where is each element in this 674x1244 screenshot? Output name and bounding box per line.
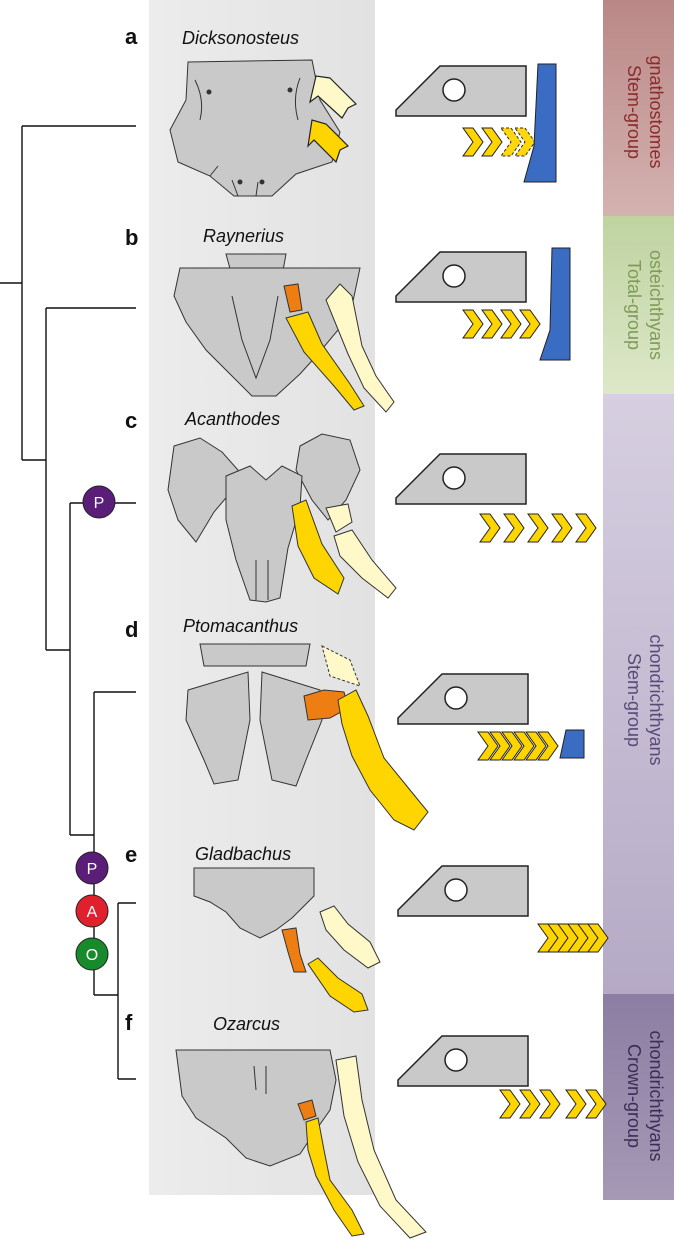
arrow-icon <box>307 119 350 164</box>
specimen-ptomacanthus <box>185 643 429 831</box>
taxon-name-acanthodes: Acanthodes <box>184 409 280 429</box>
group-band-stem-chondrichthyans <box>603 394 674 994</box>
pale-element <box>325 503 397 599</box>
schematic-a <box>395 63 557 183</box>
group-label-total-osteichthyans-2: osteichthyans <box>646 250 666 360</box>
ceratohyal-yellow <box>305 1117 365 1237</box>
node-o: O <box>75 937 109 971</box>
pale-element <box>335 1055 427 1239</box>
panel-letter-b: b <box>125 225 138 250</box>
panel-letter-e: e <box>125 842 137 867</box>
node-p-upper: P <box>82 485 116 519</box>
ceratohyal-yellow <box>307 957 369 1013</box>
specimen-acanthodes <box>167 433 397 603</box>
taxon-name-ozarcus: Ozarcus <box>213 1014 280 1034</box>
group-band-stem-gnathostomes <box>603 0 674 216</box>
panel-letter-f: f <box>125 1010 133 1035</box>
schematic-d <box>397 673 585 761</box>
group-band-total-osteichthyans <box>603 216 674 394</box>
group-label-crown-chondrichthyans: Crown-group <box>624 1044 644 1148</box>
dotted-outline <box>321 645 361 687</box>
taxon-name-dicksonosteus: Dicksonosteus <box>182 28 299 48</box>
blue-block <box>559 729 585 759</box>
svg-text:P: P <box>87 861 98 878</box>
svg-text:P: P <box>94 495 105 512</box>
hyomandibula-orange <box>281 927 307 973</box>
group-label-crown-chondrichthyans-2: chondrichthyans <box>646 1030 666 1161</box>
svg-text:A: A <box>87 904 98 921</box>
ceratohyal-yellow <box>337 689 429 831</box>
taxon-name-ptomacanthus: Ptomacanthus <box>183 616 298 636</box>
hyomandibula-orange <box>283 283 303 313</box>
group-band-crown-chondrichthyans <box>603 994 674 1200</box>
blue-block <box>539 247 571 361</box>
hyomandibula-orange <box>297 1099 317 1121</box>
panel-letter-d: d <box>125 617 138 642</box>
specimen-raynerius <box>173 253 395 413</box>
ceratohyal-yellow <box>285 311 365 411</box>
schematic-e <box>397 865 609 953</box>
node-a: A <box>75 894 109 928</box>
group-label-stem-chondrichthyans-2: chondrichthyans <box>646 634 666 765</box>
group-label-stem-chondrichthyans: Stem-group <box>624 653 644 747</box>
pale-element <box>319 905 381 969</box>
group-label-total-osteichthyans: Total-group <box>624 260 644 350</box>
panel-letter-c: c <box>125 408 137 433</box>
panel-letter-a: a <box>125 24 138 49</box>
node-p-lower: P <box>75 851 109 885</box>
taxon-name-gladbachus: Gladbachus <box>195 844 291 864</box>
arrow-icon <box>309 75 358 119</box>
group-label-stem-gnathostomes-2: gnathostomes <box>646 55 666 168</box>
taxon-name-raynerius: Raynerius <box>203 226 284 246</box>
pale-element <box>325 283 395 413</box>
schematic-c <box>395 453 597 543</box>
specimen-ozarcus <box>175 1049 427 1239</box>
group-bands <box>603 0 674 1200</box>
blue-block <box>523 63 557 183</box>
specimen-gladbachus <box>193 867 381 1013</box>
phylogenetic-tree <box>0 125 136 1080</box>
schematic-b <box>395 247 571 361</box>
group-label-stem-gnathostomes: Stem-group <box>624 65 644 159</box>
ceratohyal-yellow <box>291 499 345 595</box>
svg-text:O: O <box>86 947 98 964</box>
specimen-dicksonosteus <box>169 59 358 197</box>
schematic-f <box>397 1035 607 1119</box>
